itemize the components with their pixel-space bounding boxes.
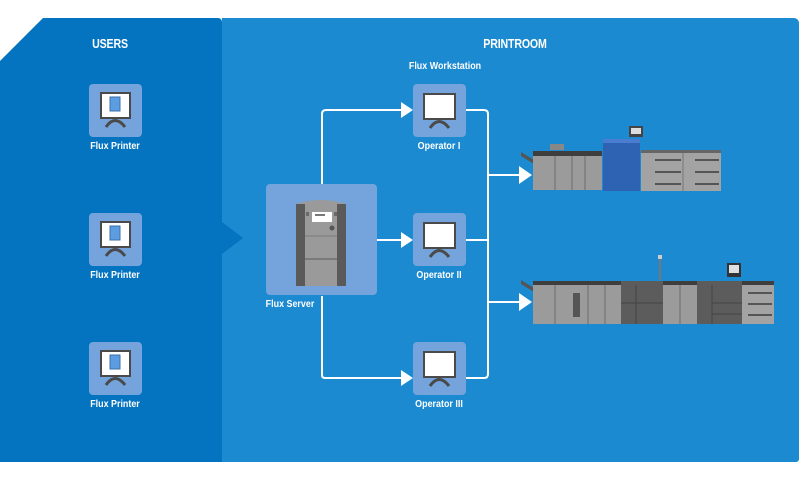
operator-label: Operator II xyxy=(416,269,462,281)
tile xyxy=(89,213,142,266)
user-label: Flux Printer xyxy=(90,398,140,410)
monitor-icon xyxy=(423,351,456,387)
tile xyxy=(413,342,466,395)
tile xyxy=(89,342,142,395)
monitor-document-icon xyxy=(100,221,131,257)
connector-server-op1 xyxy=(321,109,402,186)
user-label: Flux Printer xyxy=(90,140,140,152)
monitor-icon xyxy=(423,93,456,129)
connector-operators-bus xyxy=(466,109,489,379)
arrowhead-press2 xyxy=(519,293,532,311)
operator-label: Operator III xyxy=(415,398,463,410)
workstation-heading: Flux Workstation xyxy=(408,60,482,72)
arrowhead-op1 xyxy=(401,102,413,118)
connector-server-op3 xyxy=(321,296,402,379)
arrowhead-op3 xyxy=(401,370,413,386)
arrowhead-op2 xyxy=(401,232,413,248)
monitor-document-icon xyxy=(100,92,131,128)
monitor-icon xyxy=(423,222,456,258)
printroom-title: PRINTROOM xyxy=(483,37,547,51)
arrowhead-press1 xyxy=(519,166,532,184)
users-title: USERS xyxy=(92,37,128,51)
monitor-document-icon xyxy=(100,350,131,386)
operator-label: Operator I xyxy=(417,140,461,152)
tile xyxy=(89,84,142,137)
users-to-printroom-arrow xyxy=(222,222,243,254)
server-tower-icon xyxy=(296,200,346,286)
server-label: Flux Server xyxy=(265,298,315,310)
server-tile xyxy=(266,184,377,295)
tile xyxy=(413,213,466,266)
user-label: Flux Printer xyxy=(90,269,140,281)
tile xyxy=(413,84,466,137)
